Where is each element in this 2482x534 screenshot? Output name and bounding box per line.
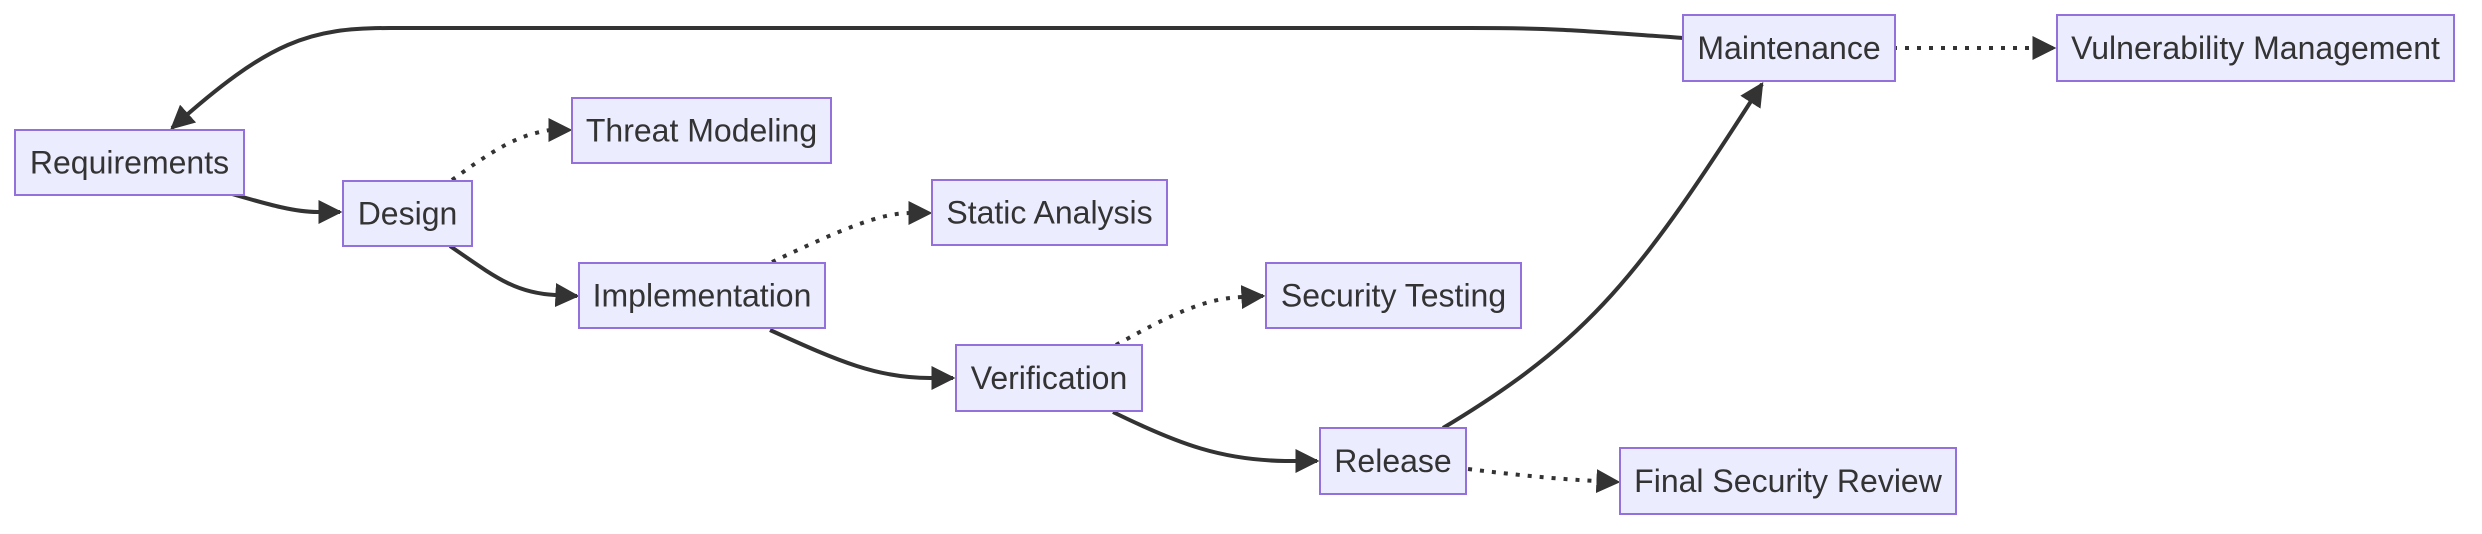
node-requirements: Requirements bbox=[14, 129, 245, 196]
node-release: Release bbox=[1319, 427, 1467, 495]
node-design: Design bbox=[342, 180, 473, 247]
node-label: Final Security Review bbox=[1634, 463, 1943, 499]
edge-verification-to-security-testing bbox=[1115, 285, 1266, 347]
node-security-testing: Security Testing bbox=[1265, 262, 1522, 329]
node-label: Release bbox=[1334, 443, 1451, 479]
node-label: Design bbox=[358, 196, 458, 232]
node-label: Static Analysis bbox=[946, 195, 1152, 231]
edges bbox=[170, 26, 2057, 494]
node-label: Vulnerability Management bbox=[2071, 30, 2440, 66]
node-label: Security Testing bbox=[1281, 278, 1506, 314]
edge-verification-to-release bbox=[1112, 410, 1320, 473]
edge-design-to-threat-modeling bbox=[450, 118, 573, 182]
edge-maintenance-to-requirements bbox=[170, 26, 1684, 130]
node-implementation: Implementation bbox=[578, 262, 826, 329]
node-verification: Verification bbox=[955, 344, 1143, 412]
node-vulnerability-management: Vulnerability Management bbox=[2056, 14, 2455, 82]
node-label: Requirements bbox=[30, 145, 229, 181]
node-final-security-review: Final Security Review bbox=[1619, 447, 1957, 515]
node-label: Implementation bbox=[593, 278, 812, 314]
node-label: Threat Modeling bbox=[586, 113, 817, 149]
node-label: Verification bbox=[971, 360, 1128, 396]
edge-implementation-to-verification bbox=[769, 328, 956, 390]
edge-design-to-implementation bbox=[448, 244, 580, 308]
edge-requirements-to-design bbox=[231, 192, 343, 224]
node-threat-modeling: Threat Modeling bbox=[571, 97, 832, 164]
edge-release-to-maintenance bbox=[1441, 81, 1764, 430]
node-label: Maintenance bbox=[1697, 30, 1880, 66]
node-maintenance: Maintenance bbox=[1682, 14, 1896, 82]
edge-release-to-final-security-review bbox=[1467, 467, 1621, 494]
node-static-analysis: Static Analysis bbox=[931, 179, 1168, 246]
edge-implementation-to-static-analysis bbox=[771, 201, 933, 264]
